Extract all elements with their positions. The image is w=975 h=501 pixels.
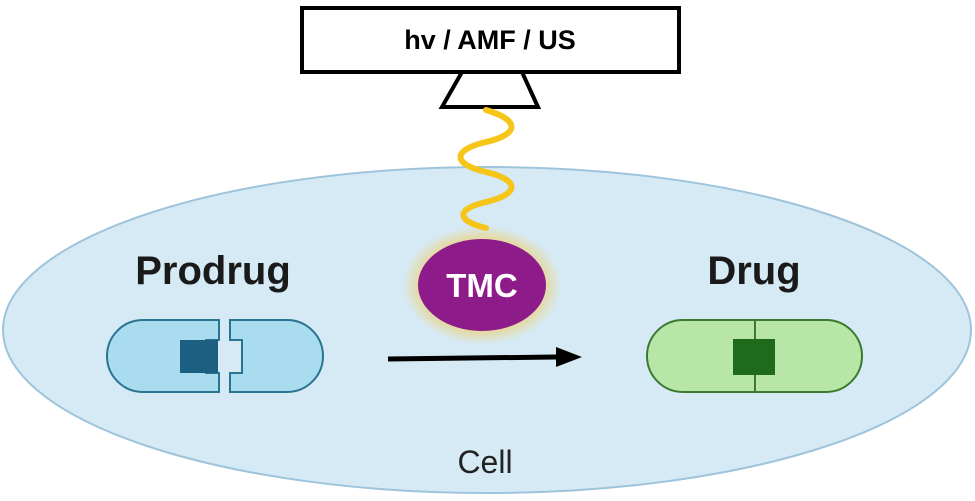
drug-label: Drug: [707, 249, 800, 293]
arrow-right-icon: [387, 347, 582, 367]
source-label: hv / AMF / US: [404, 25, 576, 55]
source-box: [300, 6, 681, 74]
wave-icon: [457, 107, 515, 231]
prodrug-capsule: [106, 319, 324, 393]
projector-icon: [438, 70, 542, 109]
prodrug-label: Prodrug: [135, 249, 291, 293]
prodrug-left-half: [106, 319, 220, 393]
catalyst-body: [418, 239, 546, 331]
prodrug-right-half: [229, 319, 324, 393]
prodrug-core: [180, 340, 218, 373]
drug-capsule: [646, 319, 863, 393]
drug-core: [733, 339, 775, 375]
source-device: hv / AMF / US: [300, 6, 681, 109]
catalyst-label: TMC: [446, 267, 517, 304]
cell-label: Cell: [457, 444, 512, 480]
catalyst: TMC: [402, 225, 562, 345]
